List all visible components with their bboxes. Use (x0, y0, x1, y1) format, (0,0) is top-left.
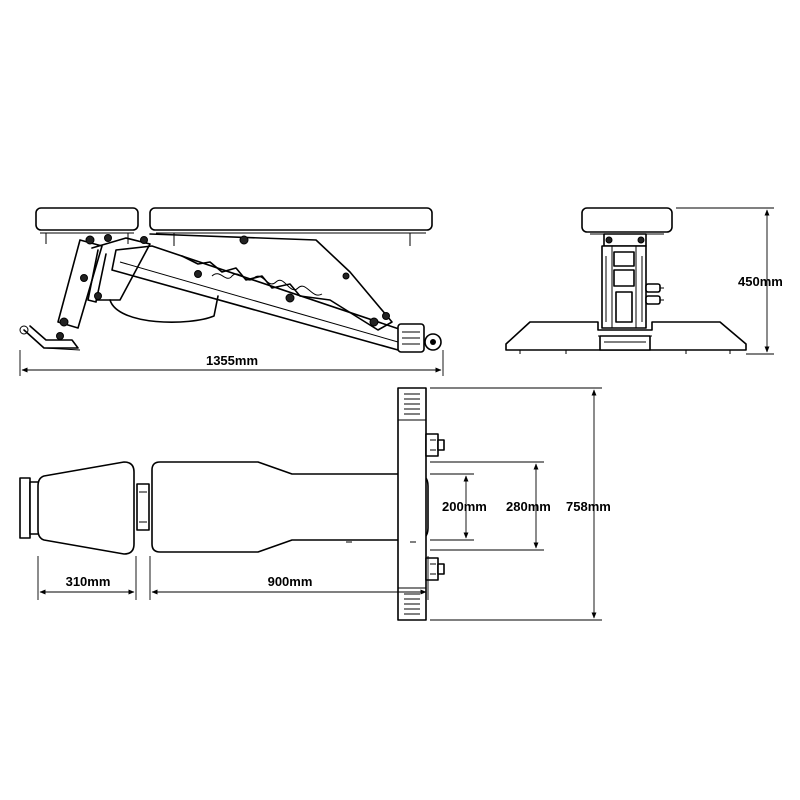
front-leg (57, 239, 103, 329)
top-seat-pad (37, 461, 135, 555)
top-back-pad (151, 461, 429, 553)
base-width-label: 758mm (566, 499, 611, 514)
mid-width-label: 280mm (506, 499, 551, 514)
front-view: 450mm (505, 207, 783, 355)
top-rear-base (397, 387, 427, 621)
front-pad (581, 207, 673, 233)
main-beam (111, 245, 403, 351)
narrow-width-label: 200mm (442, 499, 487, 514)
top-wheel-upper (425, 433, 445, 457)
top-hinge (136, 483, 150, 531)
side-length-label: 1355mm (206, 353, 258, 368)
seat-length-label: 310mm (66, 574, 111, 589)
top-view: 200mm 280mm 758mm 310mm 900mm (19, 387, 611, 621)
top-wheel-lower (425, 557, 445, 581)
side-view: 1355mm (19, 207, 444, 376)
foot-lever (23, 325, 79, 349)
side-back-pad (149, 207, 433, 231)
front-base (505, 321, 747, 351)
ratchet-bracket (149, 233, 393, 331)
back-length-label: 900mm (268, 574, 313, 589)
side-seat-pad (35, 207, 139, 231)
front-height-label: 450mm (738, 274, 783, 289)
top-grip-upper (404, 393, 420, 415)
